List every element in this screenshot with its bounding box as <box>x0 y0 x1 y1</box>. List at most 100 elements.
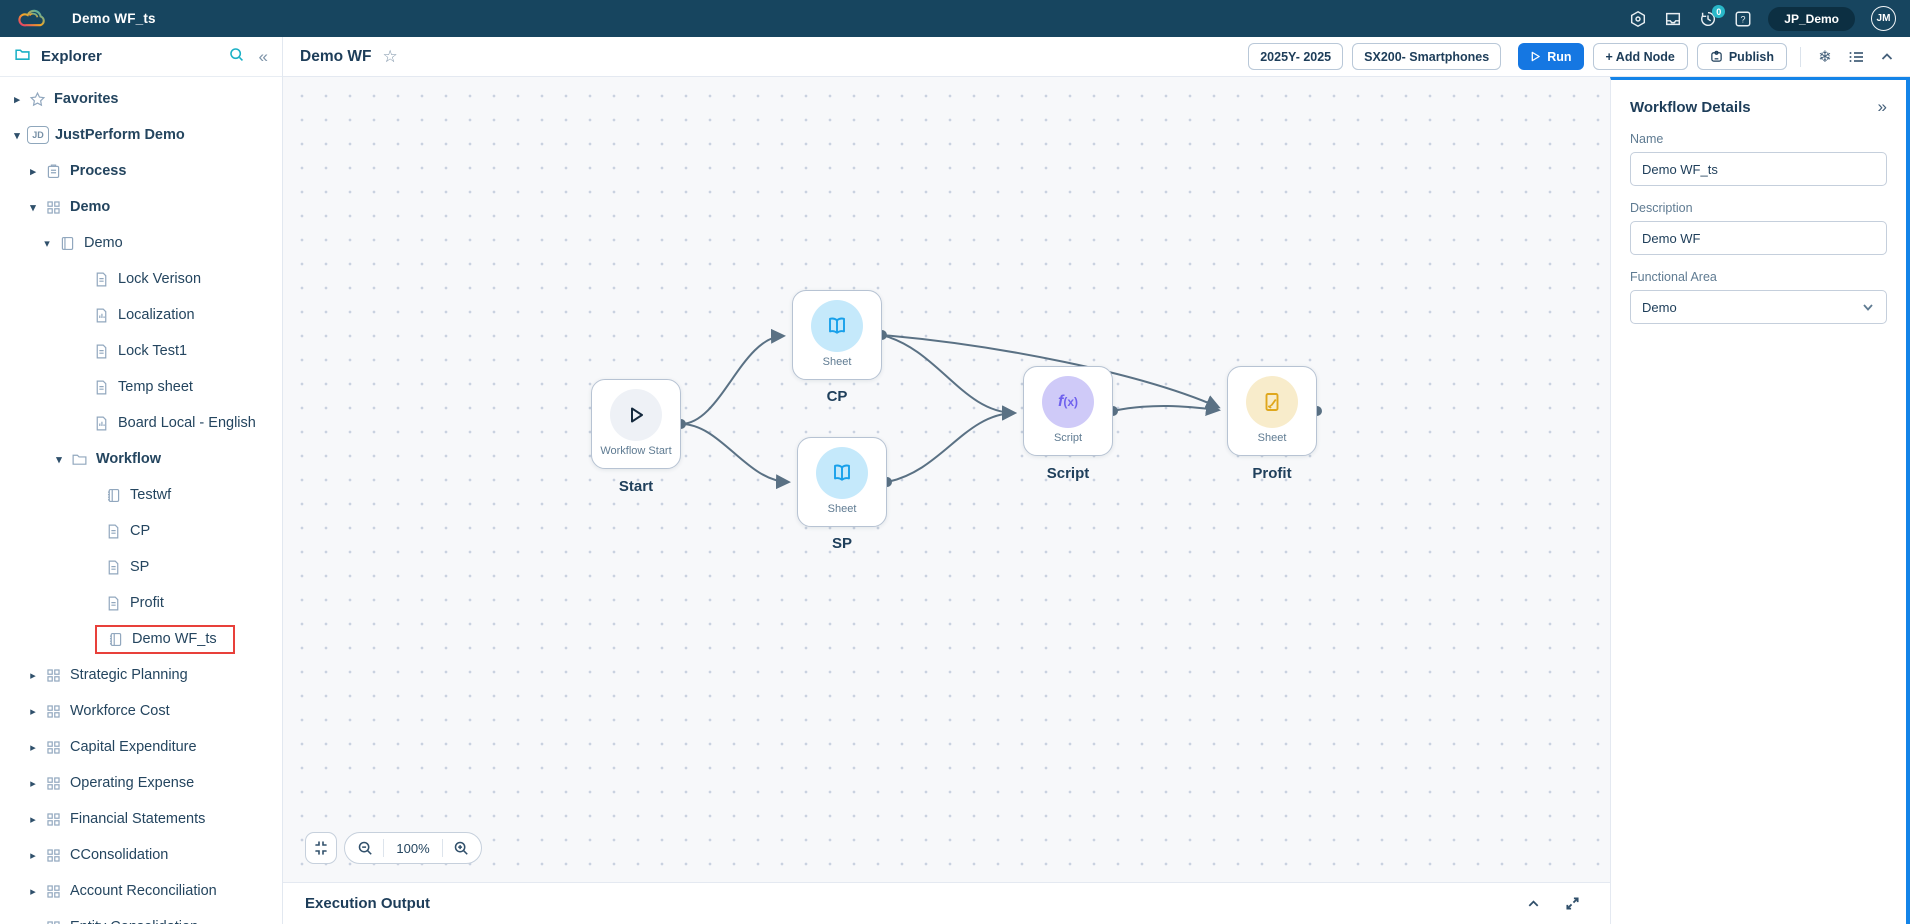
functional-area-select[interactable]: Demo <box>1630 290 1887 324</box>
node-type-label: Workflow Start <box>600 445 672 457</box>
list-view-icon[interactable] <box>1845 49 1867 65</box>
workflow-notebook-icon <box>105 487 122 504</box>
caret-right-icon[interactable]: ▸ <box>30 885 36 898</box>
tree-item-justperform-demo[interactable]: ▾ JD JustPerform Demo <box>0 117 282 153</box>
tree-item-profit[interactable]: Profit <box>0 585 282 621</box>
fit-view-button[interactable] <box>305 832 337 864</box>
folder-icon <box>71 451 88 468</box>
fullscreen-icon[interactable] <box>1565 896 1580 911</box>
avatar[interactable]: JM <box>1871 6 1896 31</box>
sheet-edit-icon <box>1246 376 1298 428</box>
year-badge[interactable]: 2025Y- 2025 <box>1248 43 1344 70</box>
tree-item-temp-sheet[interactable]: Temp sheet <box>0 369 282 405</box>
zoom-in-icon[interactable] <box>453 840 469 856</box>
sheet-icon <box>105 523 122 540</box>
help-icon[interactable]: ? <box>1733 9 1752 28</box>
tree-item-sp[interactable]: SP <box>0 549 282 585</box>
tree-item-favorites[interactable]: ▸ Favorites <box>0 81 282 117</box>
caret-right-icon[interactable]: ▸ <box>24 921 42 924</box>
caret-right-icon[interactable]: ▸ <box>30 849 36 862</box>
node-cp[interactable]: Sheet <box>792 290 882 380</box>
tree-item-strategic-planning[interactable]: ▸ Strategic Planning <box>0 657 282 693</box>
node-profit[interactable]: Sheet <box>1227 366 1317 456</box>
node-start[interactable]: Workflow Start <box>591 379 681 469</box>
tree-item-lock-verison[interactable]: Lock Verison <box>0 261 282 297</box>
tree-item-demo-app[interactable]: ▾ Demo <box>0 189 282 225</box>
caret-down-icon[interactable]: ▾ <box>14 129 20 142</box>
star-icon <box>29 91 46 108</box>
caret-down-icon[interactable]: ▾ <box>44 237 50 250</box>
workflow-canvas[interactable]: Workflow Start Start Sheet CP <box>283 77 1610 882</box>
tree-item-cp[interactable]: CP <box>0 513 282 549</box>
settings-hexagon-icon[interactable] <box>1628 9 1647 28</box>
collapse-header-chevron-icon[interactable] <box>1876 49 1898 65</box>
tree-item-operating-expense[interactable]: ▸ Operating Expense <box>0 765 282 801</box>
caret-right-icon[interactable]: ▸ <box>30 165 36 178</box>
caret-right-icon[interactable]: ▸ <box>30 813 36 826</box>
tree-item-capital-expenditure[interactable]: ▸ Capital Expenditure <box>0 729 282 765</box>
explorer-header: Explorer « <box>0 37 282 77</box>
name-field[interactable] <box>1630 152 1887 186</box>
jd-badge-icon: JD <box>27 126 49 144</box>
clipboard-icon <box>45 163 62 180</box>
node-script[interactable]: f(x) Script <box>1023 366 1113 456</box>
grid-icon <box>45 199 62 216</box>
tree-item-financial-statements[interactable]: ▸ Financial Statements <box>0 801 282 837</box>
collapse-sidebar-icon[interactable]: « <box>258 46 268 66</box>
run-button[interactable]: Run <box>1518 43 1584 70</box>
report-sheet-icon <box>93 307 110 324</box>
tree-item-demo-wf-ts[interactable]: Demo WF_ts <box>0 621 282 657</box>
publish-button[interactable]: Publish <box>1696 43 1787 70</box>
selection-highlight-box: Demo WF_ts <box>95 624 235 654</box>
execution-output-bar[interactable]: Execution Output <box>283 882 1610 924</box>
node-type-label: Sheet <box>822 356 852 368</box>
sheet-icon <box>816 447 868 499</box>
tree-item-workforce-cost[interactable]: ▸ Workforce Cost <box>0 693 282 729</box>
report-sheet-icon <box>93 415 110 432</box>
explorer-tree: ▸ Favorites ▾ JD JustPerform Demo ▸ Proc… <box>0 77 282 924</box>
inbox-icon[interactable] <box>1663 9 1682 28</box>
workflow-edges <box>676 328 1322 490</box>
node-name-cp: CP <box>826 388 848 405</box>
node-name-start: Start <box>618 478 654 495</box>
caret-right-icon[interactable]: ▸ <box>14 93 20 106</box>
fit-view-icon <box>315 841 327 855</box>
caret-right-icon[interactable]: ▸ <box>30 777 36 790</box>
search-icon[interactable] <box>228 46 245 68</box>
tree-item-testwf[interactable]: Testwf <box>0 477 282 513</box>
top-bar: Demo WF_ts 0 ? JP_Demo JM <box>0 0 1910 37</box>
sheet-icon <box>811 300 863 352</box>
expand-panel-chevron-icon[interactable] <box>1526 896 1541 911</box>
caret-right-icon[interactable]: ▸ <box>30 741 36 754</box>
node-sp[interactable]: Sheet <box>797 437 887 527</box>
grid-icon <box>45 811 62 828</box>
history-icon[interactable]: 0 <box>1698 5 1726 28</box>
snowflake-icon[interactable]: ❄ <box>1818 48 1832 66</box>
tree-item-localization[interactable]: Localization <box>0 297 282 333</box>
collapse-panel-icon[interactable]: » <box>1877 97 1887 116</box>
caret-down-icon[interactable]: ▾ <box>30 201 36 214</box>
caret-right-icon[interactable]: ▸ <box>30 669 36 682</box>
node-type-label: Sheet <box>827 503 857 515</box>
folder-icon <box>14 46 31 68</box>
tree-item-board-local-english[interactable]: Board Local - English <box>0 405 282 441</box>
tree-item-process[interactable]: ▸ Process <box>0 153 282 189</box>
favorite-star-icon[interactable]: ☆ <box>382 46 398 66</box>
user-pill[interactable]: JP_Demo <box>1768 6 1855 31</box>
tree-item-entity-consolidation[interactable]: ▸ Entity Consolidation <box>0 909 282 924</box>
tree-item-account-reconciliation[interactable]: ▸ Account Reconciliation <box>0 873 282 909</box>
history-count-badge: 0 <box>1712 5 1726 18</box>
caret-right-icon[interactable]: ▸ <box>30 705 36 718</box>
tree-item-lock-test1[interactable]: Lock Test1 <box>0 333 282 369</box>
grid-icon <box>45 883 62 900</box>
description-label: Description <box>1630 201 1693 215</box>
caret-down-icon[interactable]: ▾ <box>56 453 62 466</box>
sheet-icon <box>93 271 110 288</box>
tree-item-demo-folder[interactable]: ▾ Demo <box>0 225 282 261</box>
description-field[interactable] <box>1630 221 1887 255</box>
product-badge[interactable]: SX200- Smartphones <box>1352 43 1502 70</box>
add-node-button[interactable]: + Add Node <box>1592 43 1688 70</box>
zoom-out-icon[interactable] <box>357 840 373 856</box>
tree-item-workflow-folder[interactable]: ▾ Workflow <box>0 441 282 477</box>
tree-item-cconsolidation[interactable]: ▸ CConsolidation <box>0 837 282 873</box>
